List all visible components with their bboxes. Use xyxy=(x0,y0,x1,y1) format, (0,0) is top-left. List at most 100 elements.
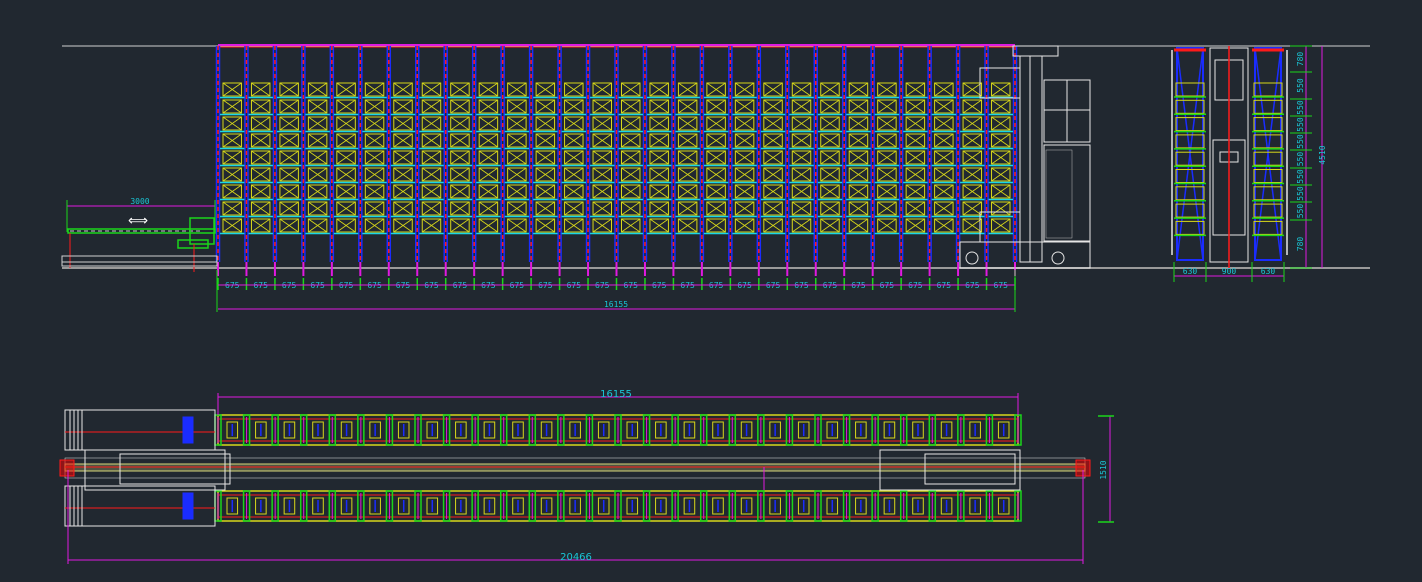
pallet-cross xyxy=(535,218,555,233)
pallet-cross xyxy=(792,201,811,216)
pallet-load xyxy=(820,150,840,165)
pallet-load xyxy=(649,133,669,148)
plan-conveyor-motor xyxy=(182,416,194,444)
pallet-load xyxy=(279,201,299,216)
pallet-cross xyxy=(564,150,584,165)
pallet-cross xyxy=(621,116,641,131)
side-pallet-load xyxy=(1175,203,1205,218)
plan-rack-upright xyxy=(785,414,794,446)
pallet-load xyxy=(791,116,812,131)
side-pallet-load xyxy=(1175,186,1205,201)
pallet-load xyxy=(279,99,299,114)
plan-rack-upright xyxy=(585,490,594,522)
pallet-load xyxy=(535,167,556,182)
pallet-cross xyxy=(251,218,271,233)
pallet-load xyxy=(649,150,669,165)
pallet-cross xyxy=(507,82,527,97)
pallet-load xyxy=(791,150,812,165)
pallet-load xyxy=(592,150,612,165)
pallet-cross xyxy=(706,99,726,114)
pallet-load xyxy=(336,184,356,199)
pallet-load xyxy=(507,218,527,233)
pallet-cross xyxy=(820,201,840,216)
pallet-load xyxy=(677,82,698,97)
pallet-load xyxy=(791,201,812,216)
pallet-load xyxy=(763,82,783,97)
pallet-cross xyxy=(592,150,612,165)
pallet-cross xyxy=(450,82,470,97)
pallet-load xyxy=(564,82,584,97)
side-width-label: 630 xyxy=(1183,267,1198,276)
pallet-cross xyxy=(507,218,527,233)
plan-pallet xyxy=(826,421,839,439)
plan-rack-upright xyxy=(928,490,937,522)
plan-pallet xyxy=(740,497,753,515)
pallet-load xyxy=(393,82,413,97)
pallet-cross xyxy=(422,133,441,148)
plan-rack-upright xyxy=(757,490,765,522)
pallet-load xyxy=(706,133,726,148)
plan-rack-upright xyxy=(728,490,737,522)
pallet-cross xyxy=(308,99,328,114)
plan-pallet xyxy=(997,421,1010,439)
pallet-cross xyxy=(422,150,441,165)
plan-crane-right-mast xyxy=(924,453,1016,485)
pallet-load xyxy=(621,167,641,182)
conveyor-length-label: 3000 xyxy=(130,197,149,206)
pallet-load xyxy=(421,133,442,148)
pallet-cross xyxy=(934,116,954,131)
pallet-cross xyxy=(962,133,982,148)
pallet-cross xyxy=(279,184,299,199)
side-pallet-load xyxy=(1253,151,1283,166)
pallet-load xyxy=(820,82,840,97)
pallet-cross xyxy=(507,167,527,182)
pallet-load xyxy=(706,116,726,131)
pallet-cross xyxy=(706,201,726,216)
plan-pallet xyxy=(940,497,953,515)
pallet-cross xyxy=(308,167,328,182)
pallet-load xyxy=(877,218,897,233)
pallet-load xyxy=(421,184,442,199)
pallet-load xyxy=(336,99,356,114)
pallet-cross xyxy=(649,184,669,199)
pallet-cross xyxy=(678,99,698,114)
side-pallet-load xyxy=(1175,220,1205,235)
plan-rack-upright xyxy=(899,490,908,522)
pallet-cross xyxy=(507,150,527,165)
pallet-load xyxy=(250,184,271,199)
pallet-cross xyxy=(478,201,498,216)
pallet-cross xyxy=(308,133,328,148)
pallet-cross xyxy=(848,150,868,165)
side-width-label: 900 xyxy=(1222,267,1237,276)
pallet-load xyxy=(478,184,499,199)
plan-rack-upright xyxy=(499,414,508,446)
crane-top-guide xyxy=(1012,45,1059,57)
plan-pallet xyxy=(940,421,953,439)
pallet-cross xyxy=(991,99,1011,114)
pallet-load xyxy=(791,82,812,97)
pallet-load xyxy=(877,150,897,165)
electrical-panel-grid xyxy=(1045,149,1073,239)
pallet-load xyxy=(393,184,413,199)
pallet-load xyxy=(791,99,812,114)
pallet-load xyxy=(763,201,783,216)
pallet-cross xyxy=(991,133,1011,148)
pallet-load xyxy=(763,218,783,233)
pallet-cross xyxy=(336,201,356,216)
pallet-cross xyxy=(564,99,584,114)
side-pallet-load xyxy=(1253,117,1283,132)
pallet-cross xyxy=(678,150,698,165)
plan-rack-upright xyxy=(385,490,394,522)
pallet-cross xyxy=(735,218,755,233)
pallet-load xyxy=(905,167,926,182)
plan-pallet xyxy=(426,497,439,515)
pallet-load xyxy=(934,99,954,114)
pallet-load xyxy=(279,133,299,148)
plan-rack-upright xyxy=(785,490,794,522)
pallet-load xyxy=(962,201,983,216)
pallet-cross xyxy=(621,201,641,216)
side-level-label: 550 xyxy=(1296,78,1305,93)
pallet-cross xyxy=(820,99,840,114)
pallet-cross xyxy=(279,82,299,97)
plan-rack-upright xyxy=(471,414,479,446)
